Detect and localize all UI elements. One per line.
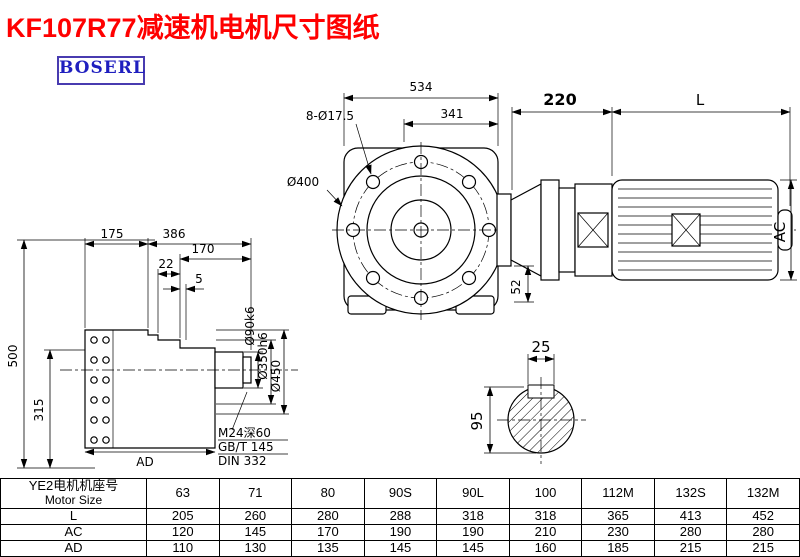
table-header-row: YE2电机机座号 Motor Size 63 71 80 90S 90L 100… xyxy=(0,478,800,509)
dim-22-label: 22 xyxy=(158,257,173,271)
table-row-AD: AD 110 130 135 145 145 160 185 215 215 xyxy=(0,539,800,557)
note-m24-label: M24深60 xyxy=(218,426,271,440)
dim-d350-label: Ø350h6 xyxy=(256,332,270,380)
column-header: 90S xyxy=(363,478,438,509)
table-cell: 215 xyxy=(653,539,728,557)
brand-logo: BOSERL xyxy=(57,56,145,85)
column-header: 132M xyxy=(726,478,800,509)
dim-L-label: L xyxy=(696,91,705,109)
output-cover xyxy=(496,193,512,267)
table-cell: 170 xyxy=(291,523,365,541)
table-cell: 210 xyxy=(508,523,583,541)
table-cell: 365 xyxy=(581,507,655,525)
dim-386-label: 386 xyxy=(163,227,186,241)
bearing-cross xyxy=(577,212,609,248)
table-cell: 280 xyxy=(726,523,800,541)
table-cell: 215 xyxy=(726,539,800,557)
mounting-bolt-holes xyxy=(90,336,110,444)
table-cell: 318 xyxy=(508,507,583,525)
column-header: 132S xyxy=(653,478,728,509)
bolt-hole xyxy=(461,174,477,190)
row-label: AD xyxy=(0,539,147,557)
shaft-section-view xyxy=(497,377,586,464)
dim-315-label: 315 xyxy=(32,399,46,422)
note-gbt145-label: GB/T 145 xyxy=(218,440,274,454)
note-din332-label: DIN 332 xyxy=(218,454,266,468)
table-cell: 145 xyxy=(218,523,293,541)
bearing-detail-box xyxy=(577,212,609,248)
table-cell: 452 xyxy=(726,507,800,525)
dim-500-label: 500 xyxy=(6,345,20,368)
front-view xyxy=(336,142,506,320)
table-row-AC: AC 120 145 170 190 190 210 230 280 280 xyxy=(0,523,800,541)
column-header: 112M xyxy=(581,478,655,509)
technical-drawing: 534 341 8-Ø17.5 Ø400 52 220 L AC 175 38 xyxy=(6,80,797,469)
table-cell: 190 xyxy=(436,523,510,541)
table-header-motor-size: YE2电机机座号 Motor Size xyxy=(0,478,147,509)
dim-AD-label: AD xyxy=(136,455,153,469)
section-dimensions: 25 95 xyxy=(468,338,555,454)
table-cell: 190 xyxy=(363,523,438,541)
side-view-dimensions: 175 386 170 22 5 500 315 AD Ø90k6 Ø350h6 xyxy=(6,227,289,469)
table-cell: 288 xyxy=(363,507,438,525)
page-title: KF107R77减速机电机尺寸图纸 xyxy=(6,13,380,43)
table-cell: 318 xyxy=(436,507,510,525)
table-cell: 280 xyxy=(291,507,365,525)
table-header-en: Motor Size xyxy=(44,492,103,507)
dim-25-label: 25 xyxy=(531,338,550,356)
column-header: 90L xyxy=(436,478,510,509)
table-cell: 205 xyxy=(146,507,220,525)
row-label: L xyxy=(0,507,147,525)
nameplate-cross xyxy=(671,213,701,247)
table-cell: 413 xyxy=(653,507,728,525)
motor-size-table: YE2电机机座号 Motor Size 63 71 80 90S 90L 100… xyxy=(0,478,800,557)
dim-341-label: 341 xyxy=(441,107,464,121)
column-header: 63 xyxy=(146,478,220,509)
bolt-hole xyxy=(365,270,381,286)
motor-fins xyxy=(618,188,772,271)
table-row-L: L 205 260 280 288 318 318 365 413 452 xyxy=(0,507,800,525)
gearbox-side-view xyxy=(60,329,298,449)
coupling-housing xyxy=(558,187,576,273)
table-cell: 145 xyxy=(363,539,438,557)
dim-bolt-holes-label: 8-Ø17.5 xyxy=(306,109,354,123)
column-header: 71 xyxy=(218,478,293,509)
bearing-housing xyxy=(574,183,613,277)
dim-52-label: 52 xyxy=(509,279,523,294)
table-cell: 280 xyxy=(653,523,728,541)
dim-170-label: 170 xyxy=(192,242,215,256)
row-label: AC xyxy=(0,523,147,541)
dim-5-label: 5 xyxy=(195,272,203,286)
column-header: 100 xyxy=(508,478,583,509)
dim-AC-label: AC xyxy=(771,222,789,242)
table-cell: 260 xyxy=(218,507,293,525)
dim-175-label: 175 xyxy=(101,227,124,241)
dim-d450-label: Ø450 xyxy=(269,360,283,392)
motor-side-view xyxy=(332,179,796,281)
table-cell: 230 xyxy=(581,523,655,541)
bolt-hole xyxy=(461,270,477,286)
table-cell: 145 xyxy=(436,539,510,557)
bolt-hole xyxy=(365,174,381,190)
table-header-cn: YE2电机机座号 xyxy=(28,478,119,493)
dim-d90-label: Ø90k6 xyxy=(243,306,257,345)
gearbox-body-outline xyxy=(84,329,216,449)
dim-d400-label: Ø400 xyxy=(287,175,319,189)
table-cell: 120 xyxy=(146,523,220,541)
dim-95-label: 95 xyxy=(468,411,486,430)
table-cell: 185 xyxy=(581,539,655,557)
table-cell: 135 xyxy=(291,539,365,557)
input-adapter xyxy=(510,183,542,277)
motor-dimensions: 220 L AC xyxy=(511,90,797,281)
table-cell: 110 xyxy=(146,539,220,557)
column-header: 80 xyxy=(291,478,365,509)
front-view-dimensions: 534 341 8-Ø17.5 Ø400 52 xyxy=(287,80,534,303)
dim-220-label: 220 xyxy=(543,90,576,109)
motor-flange xyxy=(540,179,560,281)
dim-534-label: 534 xyxy=(410,80,433,94)
table-cell: 130 xyxy=(218,539,293,557)
table-cell: 160 xyxy=(508,539,583,557)
